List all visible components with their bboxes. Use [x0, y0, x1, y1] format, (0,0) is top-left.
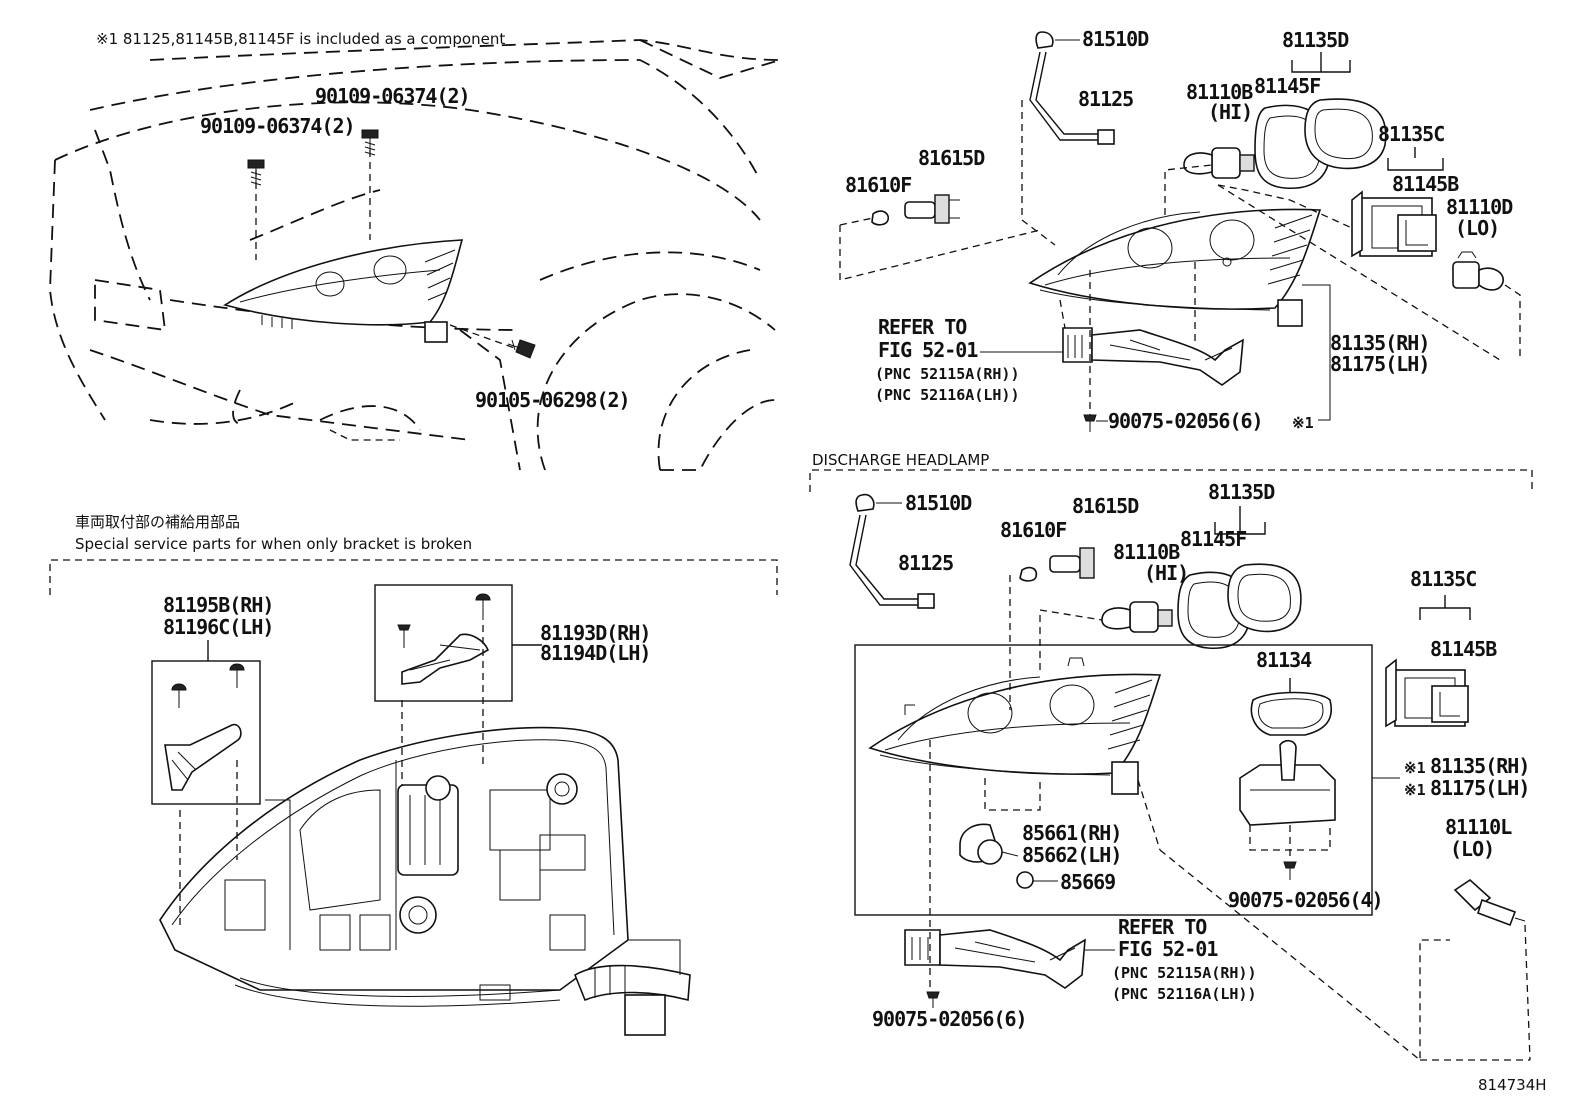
- d-unit-rh-label: 81135(RH): [1430, 754, 1529, 778]
- pnc-rh-label: (PNC 52115A(RH)): [875, 365, 1020, 383]
- d-cover-label: 81145F: [1180, 527, 1246, 551]
- discharge-title: DISCHARGE HEADLAMP: [812, 451, 989, 469]
- leveling-rh-label: 85661(RH): [1022, 821, 1121, 845]
- d-fig-ref-label: FIG 52-01: [1118, 937, 1218, 961]
- d-unit-lh-label: 81175(LH): [1430, 776, 1529, 800]
- bracket-title-jp: 車両取付部の補給用部品: [75, 513, 240, 531]
- bolt-lower-label: 90105-06298(2): [475, 388, 630, 412]
- bulb-hi-label: 81110B: [1186, 80, 1253, 104]
- screw-icon: [171, 683, 187, 708]
- d-pnc-rh-label: (PNC 52115A(RH)): [1112, 964, 1257, 982]
- bolt-icon: [361, 129, 379, 156]
- screw-icon: [397, 624, 411, 648]
- d-wire-harness-label: 81125: [898, 551, 953, 575]
- bolt-upper-left-label: 90109-06374(2): [200, 114, 355, 138]
- d-bulb-hi-label: 81110B: [1113, 540, 1180, 564]
- bulb-lo-type: (LO): [1455, 216, 1499, 240]
- component-mark: ※1: [1292, 414, 1314, 432]
- screw-icon: [926, 991, 940, 1008]
- cover-b-label: 81145B: [1392, 172, 1459, 196]
- refer-to-label: REFER TO: [878, 315, 967, 339]
- socket-icon: [1049, 547, 1095, 579]
- cover-set-label: 81135D: [1282, 28, 1349, 52]
- d-mark-lh: ※1: [1404, 781, 1426, 799]
- unit-lh-label: 81175(LH): [1330, 352, 1429, 376]
- ballast-label: 81134: [1256, 648, 1312, 672]
- d-bulb-lo-type: (LO): [1450, 837, 1494, 861]
- d-small-bulb-label: 81610F: [1000, 518, 1066, 542]
- d-screw6-label: 90075-02056(6): [872, 1007, 1027, 1031]
- socket-wire-label: 81510D: [1082, 27, 1149, 51]
- d-mark-rh: ※1: [1404, 759, 1426, 777]
- socket-label: 81615D: [918, 146, 985, 170]
- bracket-a-rh-label: 81195B(RH): [163, 593, 273, 617]
- d-cover-set-c-label: 81135C: [1410, 567, 1476, 591]
- vehicle-front-view: 90109-06374(2) 90109-06374(2) 90105-0629…: [49, 39, 781, 471]
- bulb-icon: [1101, 601, 1173, 633]
- d-cover-set-label: 81135D: [1208, 480, 1275, 504]
- bolt-upper-right-label: 90109-06374(2): [315, 84, 470, 108]
- o-ring-label: 85669: [1060, 870, 1115, 894]
- screw-icon: [1283, 861, 1297, 880]
- bulb-hi-type: (HI): [1208, 100, 1252, 124]
- d-cover-b-label: 81145B: [1430, 637, 1497, 661]
- halogen-headlamp-exploded: 81510D 81125 81110B (HI) 81135D 81145F 8…: [839, 27, 1521, 433]
- bracket-a-lh-label: 81196C(LH): [163, 615, 273, 639]
- screw-icon: [229, 663, 245, 688]
- d-screw4-label: 90075-02056(4): [1228, 888, 1383, 912]
- component-note: ※1 81125,81145B,81145F is included as a …: [96, 30, 505, 48]
- diagram-id: 814734H: [1478, 1076, 1547, 1094]
- leveling-lh-label: 85662(LH): [1022, 843, 1121, 867]
- unit-rh-label: 81135(RH): [1330, 331, 1429, 355]
- bolt-icon: [247, 159, 265, 186]
- leveling-motor-icon: [959, 823, 1019, 865]
- bracket-title-en: Special service parts for when only brac…: [75, 535, 472, 553]
- pnc-lh-label: (PNC 52116A(LH)): [875, 386, 1020, 404]
- d-pnc-lh-label: (PNC 52116A(LH)): [1112, 985, 1257, 1003]
- bracket-b-lh-label: 81194D(LH): [540, 641, 650, 665]
- wire-harness-label: 81125: [1078, 87, 1133, 111]
- bolt-icon: [507, 339, 536, 359]
- d-bulb-hi-type: (HI): [1144, 561, 1188, 585]
- d-refer-to-label: REFER TO: [1118, 915, 1207, 939]
- bracket-service-parts: 車両取付部の補給用部品 Special service parts for wh…: [49, 513, 778, 1036]
- cover-label: 81145F: [1254, 74, 1320, 98]
- bracket-b-rh-label: 81193D(RH): [540, 621, 650, 645]
- cover-set-c-label: 81135C: [1378, 122, 1444, 146]
- bulb-lo-label: 81110D: [1446, 195, 1513, 219]
- bulb-icon: [1453, 878, 1526, 927]
- discharge-headlamp-exploded: DISCHARGE HEADLAMP: [809, 451, 1533, 1062]
- small-bulb-label: 81610F: [845, 173, 911, 197]
- bulb-icon: [1183, 147, 1255, 179]
- fig-ref-label: FIG 52-01: [878, 338, 978, 362]
- d-bulb-lo-label: 81110L: [1445, 815, 1512, 839]
- socket-icon: [904, 194, 960, 224]
- screw-icon: [1083, 414, 1097, 432]
- d-socket-label: 81615D: [1072, 494, 1139, 518]
- screw-label: 90075-02056(6): [1108, 409, 1263, 433]
- bulb-icon: [1452, 251, 1504, 291]
- screw-icon: [475, 593, 491, 620]
- d-socket-wire-label: 81510D: [905, 491, 972, 515]
